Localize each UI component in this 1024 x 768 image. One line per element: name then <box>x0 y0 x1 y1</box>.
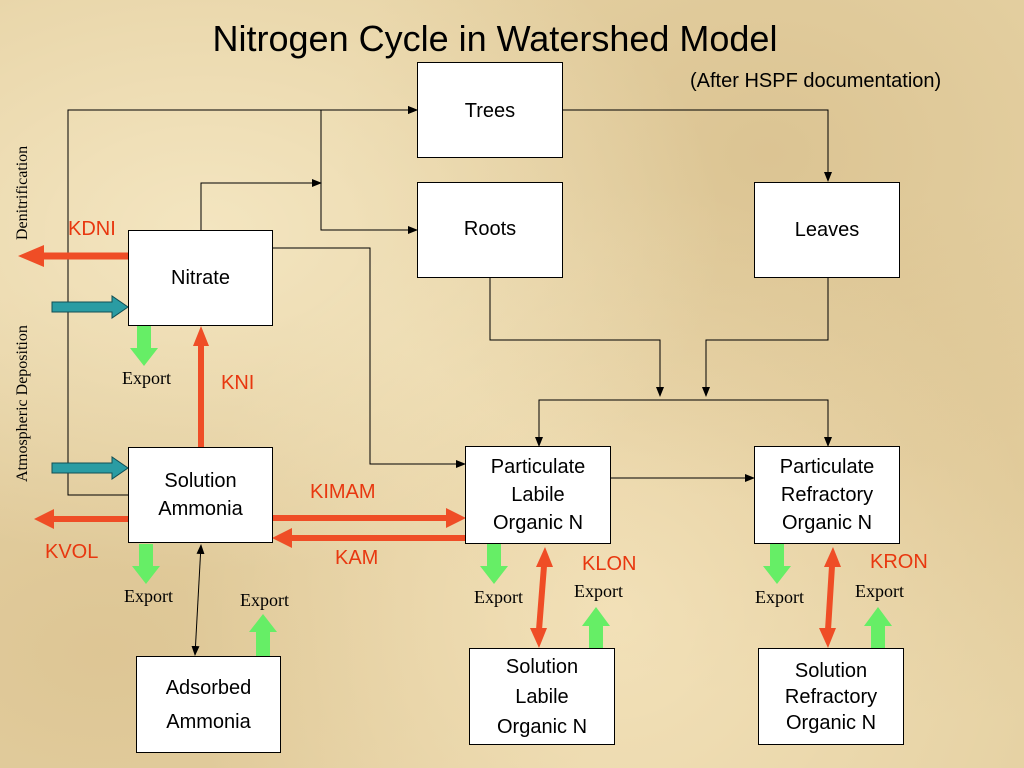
adsorbed-ammonia-line1: Adsorbed <box>165 676 252 699</box>
kam-arrow <box>272 528 292 548</box>
klon-label: KLON <box>582 553 637 575</box>
slon-export-arrow <box>582 607 610 648</box>
solution-labile-line3: Organic N <box>496 715 588 738</box>
kvol-label: KVOL <box>45 541 99 563</box>
page-title: Nitrogen Cycle in Watershed Model <box>212 18 778 59</box>
adsorbed-export-arrow <box>249 614 277 656</box>
roots-down-line <box>489 278 664 397</box>
solution-ammonia-box: Solution Ammonia <box>128 447 273 543</box>
kdni-label: KDNI <box>68 218 116 240</box>
subtitle: (After HSPF documentation) <box>690 70 942 92</box>
particulate-labile-line3: Organic N <box>492 512 584 534</box>
particulate-labile-line1: Particulate <box>490 456 586 478</box>
litter-distribution-line <box>538 399 829 446</box>
adsorbed-ammonia-box: Adsorbed Ammonia <box>136 656 281 753</box>
solution-labile-line1: Solution <box>505 655 579 678</box>
particulate-labile-line2: Labile <box>511 484 565 506</box>
nitrate-to-plon-line <box>272 247 466 468</box>
adsorbed-export-label: Export <box>240 590 289 610</box>
particulate-refractory-box: Particulate Refractory Organic N <box>754 446 900 544</box>
particulate-refractory-line3: Organic N <box>781 512 873 534</box>
kron-arrow <box>819 628 836 648</box>
nitrate-export-arrow <box>130 324 158 366</box>
ammonia-adsorption-line <box>191 544 205 656</box>
pron-export-label: Export <box>755 587 804 607</box>
nitrate-export-label: Export <box>122 368 171 388</box>
solution-ammonia-line1: Solution <box>164 470 237 492</box>
teal-arrows <box>51 295 129 480</box>
plon-export-label: Export <box>474 587 523 607</box>
particulate-refractory-line2: Refractory <box>780 484 874 506</box>
sron-export-label: Export <box>855 581 904 601</box>
nitrate-box: Nitrate <box>128 230 273 326</box>
pron-export-arrow <box>763 544 791 584</box>
leaves-down-line <box>702 278 829 397</box>
denitrification-label: Denitrification <box>14 145 31 240</box>
green-arrows <box>130 324 892 656</box>
ammonia-export-label: Export <box>124 586 173 606</box>
kni-arrow <box>193 326 209 346</box>
kam-label: KAM <box>335 547 379 569</box>
nitrate-label: Nitrate <box>171 267 230 289</box>
uptake-branch-line <box>320 110 418 234</box>
solution-refractory-line2: Refractory <box>784 685 878 708</box>
solution-labile-line2: Labile <box>515 685 569 708</box>
sron-export-arrow <box>864 607 892 648</box>
particulate-labile-box: Particulate Labile Organic N <box>465 446 611 544</box>
kni-label: KNI <box>221 372 255 394</box>
solution-refractory-line3: Organic N <box>785 711 877 734</box>
kvol-arrow <box>34 509 54 529</box>
deposition-ammonia-arrow <box>51 456 129 480</box>
trees-box: Trees <box>417 62 563 158</box>
ammonia-export-arrow <box>132 544 160 584</box>
deposition-nitrate-arrow <box>51 295 129 319</box>
solution-refractory-box: Solution Refractory Organic N <box>758 648 904 745</box>
leaves-box: Leaves <box>754 182 900 278</box>
kimam-arrow <box>446 508 466 528</box>
solution-ammonia-line2: Ammonia <box>158 498 243 520</box>
slon-export-label: Export <box>574 581 623 601</box>
klon-arrow <box>530 628 547 648</box>
kron-label: KRON <box>870 551 928 573</box>
kdni-arrow <box>18 245 44 267</box>
particulate-refractory-line1: Particulate <box>779 456 875 478</box>
plon-export-arrow <box>480 544 508 584</box>
atmospheric-deposition-label: Atmospheric Deposition <box>14 325 31 482</box>
kimam-label: KIMAM <box>310 481 376 503</box>
nitrate-uptake-line <box>200 179 322 230</box>
red-arrows <box>18 245 841 648</box>
roots-label: Roots <box>463 218 517 240</box>
trees-to-leaves-line <box>563 109 832 182</box>
leaves-label: Leaves <box>794 219 860 241</box>
solution-labile-box: Solution Labile Organic N <box>469 648 615 745</box>
roots-box: Roots <box>417 182 563 278</box>
adsorbed-ammonia-line2: Ammonia <box>166 710 251 733</box>
solution-refractory-line1: Solution <box>794 659 868 682</box>
trees-label: Trees <box>464 100 516 122</box>
